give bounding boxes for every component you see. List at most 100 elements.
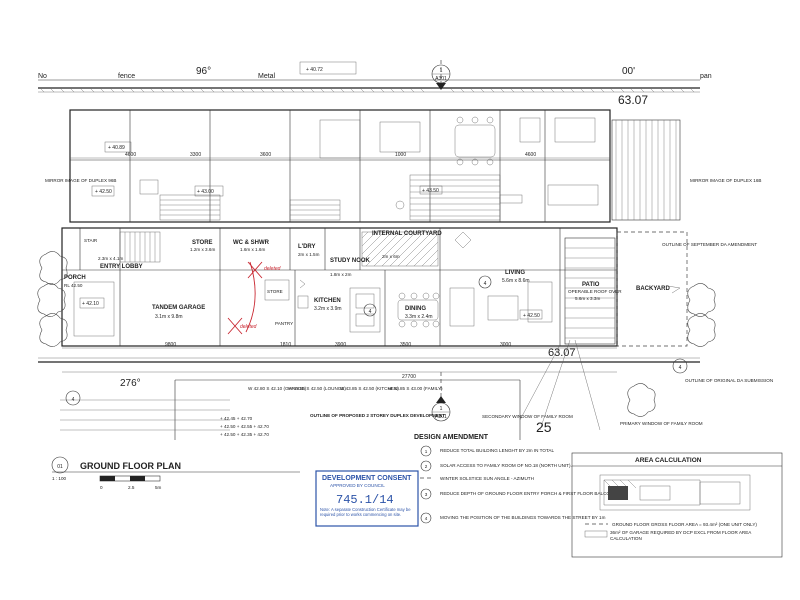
boundary-label-no: No	[38, 73, 47, 80]
area-legend-2: 36m² OF GARAGE REQUIRED BY DCP EXCL FROM…	[610, 530, 752, 541]
primary-window-label: PRIMARY WINDOW OF FAMILY ROOM	[620, 421, 703, 426]
upper-duplex-outline: + 40.89 + 43.00 + 42.50 + 43.50	[69, 109, 611, 223]
scale-tick-2: 5m	[155, 485, 162, 490]
stamp-number: 745.1/14	[336, 493, 394, 507]
mirror-right-label: MIRROR IMAGE OF DUPLEX 16B	[690, 178, 761, 183]
design-amendment-title: DESIGN AMENDMENT	[414, 434, 489, 441]
kitchen-dims: 3.2m x 3.9m	[314, 306, 342, 312]
stair-label: STAIR	[84, 238, 98, 243]
main-duplex-outline	[61, 227, 618, 347]
section-marker-top: 1 A301	[431, 60, 451, 90]
bottom-dim-total: 27700	[402, 374, 416, 380]
entry-name: ENTRY LOBBY	[100, 264, 143, 270]
amend-text-1: REDUCE TOTAL BUILDING LENGHT BY 2m IN TO…	[440, 448, 554, 453]
trees	[37, 251, 716, 417]
boundary-label-metal: Metal	[258, 73, 276, 80]
amend-num-3: 3	[425, 492, 428, 497]
design-amendment: DESIGN AMENDMENT 1 REDUCE TOTAL BUILDING…	[414, 434, 616, 524]
top-dim-5: 4600	[525, 152, 536, 158]
garage-dims: 3.1m x 9.8m	[155, 314, 183, 320]
amend-text-winter: WINTER SOLSTICE SUN ANGLE - AZIMUTH	[440, 476, 534, 481]
amend-text-2: SOLAR ACCESS TO FAMILY ROOM OF NO.18 (NO…	[440, 463, 572, 468]
callout-left: 4	[72, 397, 75, 403]
living-furniture: + 42.50	[449, 281, 553, 327]
scale-tick-1: 2.5	[128, 485, 135, 490]
upper-patio-block: 63.07	[611, 93, 681, 221]
porch-level: RL 42.50	[64, 283, 83, 288]
patio-dims: 5.6m x 3.3m	[575, 296, 600, 301]
ldry-name: L'DRY	[298, 244, 316, 250]
boundary-bearing-bottom: 276°	[120, 378, 141, 389]
bottom-dimension-row: 9800 1810 3900 3500 3000 27700	[62, 342, 617, 380]
title-number: 01	[57, 464, 63, 470]
backyard-name: BACKYARD	[636, 286, 670, 292]
faded-level-1: + 42.45 + 42.70	[220, 416, 253, 421]
angle-25-label: 25	[536, 419, 552, 435]
ldry-dims: 2m x 1.5m	[298, 252, 320, 257]
amend-num-4: 4	[425, 516, 428, 521]
upper-level-d: + 43.50	[422, 188, 439, 194]
upper-level-b: + 43.00	[197, 189, 214, 195]
stamp-sub: APPROVED BY COUNCIL	[330, 483, 385, 488]
wc-dims: 1.6m x 1.6m	[240, 247, 265, 252]
callouts: 4 4 4 4	[65, 275, 688, 406]
boundary-label-pan: pan	[700, 73, 712, 80]
bottom-dim-1: 9800	[165, 342, 176, 348]
top-level-box	[299, 61, 357, 75]
store2-label: STORE	[267, 289, 283, 294]
amend-num-2: 2	[425, 464, 428, 469]
top-boundary-hatch	[39, 87, 695, 93]
top-dimension-row: 4600 3300 3600 1000 4600	[70, 152, 610, 159]
faded-level-2: + 42.50 + 42.55 + 42.70	[220, 424, 269, 429]
top-boundary: No fence 96° Metal 00' pan + 40.72	[38, 61, 712, 93]
right-boundary-dim: 63.07	[618, 93, 648, 107]
faded-levels: + 42.45 + 42.70 + 42.50 + 42.55 + 42.70 …	[220, 416, 269, 437]
bottom-dim-2: 1810	[280, 342, 291, 348]
stamp-note: Note: A separate Construction Certificat…	[320, 507, 411, 518]
boundary-bearing-top: 96°	[196, 66, 211, 77]
area-calculation: AREA CALCULATION GROUND FLOOR GROSS FLOO…	[571, 452, 783, 558]
outline-september-label: OUTLINE OF SEPTEMBER DA AMENDMENT	[662, 242, 757, 247]
amend-text-4: MOVING THE POSITION OF THE BUILDINGS TOW…	[440, 515, 606, 520]
area-legend-1: GROUND FLOOR GROSS FLOOR AREA = 93.4m² (…	[612, 522, 757, 527]
patio: PATIO OPERABLE ROOF OVER 5.6m x 3.3m	[564, 237, 622, 345]
title-scale: 1 : 100	[52, 476, 66, 481]
study-dims: 1.8m x 2m	[330, 272, 352, 277]
top-level-value: + 40.72	[306, 67, 323, 73]
dining-dims: 3.3m x 2.4m	[405, 314, 433, 320]
rl-family: W 43.85 S 43.00 (FAMILY)	[388, 386, 443, 391]
courtyard-dims: 2m x 6m	[382, 254, 400, 259]
section-marker-top-ref: A301	[435, 76, 447, 82]
area-calc-title: AREA CALCULATION	[635, 457, 702, 464]
title-text: GROUND FLOOR PLAN	[80, 461, 181, 471]
section-marker-bottom: 1 A301	[431, 372, 451, 422]
section-marker-bottom-ref: A301	[435, 414, 447, 420]
scale-tick-0: 0	[100, 485, 103, 490]
stamp-heading: DEVELOPMENT CONSENT	[322, 475, 412, 482]
outline-original-label: OUTLINE OF ORIGINAL DA SUBMISSION	[685, 378, 773, 383]
boundary-minutes-top: 00'	[622, 66, 635, 77]
mirror-left-label: MIRROR IMAGE OF DUPLEX 96B	[45, 178, 116, 183]
patio-name: PATIO	[582, 282, 600, 288]
callout-dining: 4	[369, 309, 372, 315]
dining-name: DINING	[405, 306, 426, 312]
upper-level-c: + 42.50	[95, 189, 112, 195]
kitchen-fixtures	[349, 287, 381, 333]
backyard-area: BACKYARD OUTLINE OF SEPTEMBER DA AMENDME…	[616, 231, 773, 383]
proposed-outline: OUTLINE OF PROPOSED 2 STOREY DUPLEX DEVE…	[60, 339, 703, 440]
rl-notes: W 42.80 S 42.10 (GARAGE) W 43.85 S 42.50…	[248, 386, 443, 391]
rl-garage: W 42.80 S 42.10 (GARAGE)	[248, 386, 307, 391]
secondary-window-label: SECONDARY WINDOW OF FAMILY ROOM	[482, 414, 573, 419]
callout-living: 4	[484, 281, 487, 287]
living-dims: 5.6m x 8.6m	[502, 278, 530, 284]
stair: STAIR	[84, 231, 161, 263]
garage: + 42.10 TANDEM GARAGE 3.1m x 9.8m	[73, 281, 205, 337]
faded-level-3: + 42.50 + 42.35 + 42.70	[220, 432, 269, 437]
section-marker-bottom-number: 1	[440, 406, 443, 412]
outline-proposed-label: OUTLINE OF PROPOSED 2 STOREY DUPLEX DEVE…	[310, 413, 445, 418]
porch-name: PORCH	[64, 275, 86, 281]
upper-level-a: + 40.89	[108, 145, 125, 151]
development-consent-stamp: DEVELOPMENT CONSENT APPROVED BY COUNCIL …	[315, 470, 419, 527]
amend-text-3: REDUCE DEPTH OF GROUND FLOOR ENTRY PORCH…	[440, 491, 616, 496]
bottom-dim-4: 3500	[400, 342, 411, 348]
